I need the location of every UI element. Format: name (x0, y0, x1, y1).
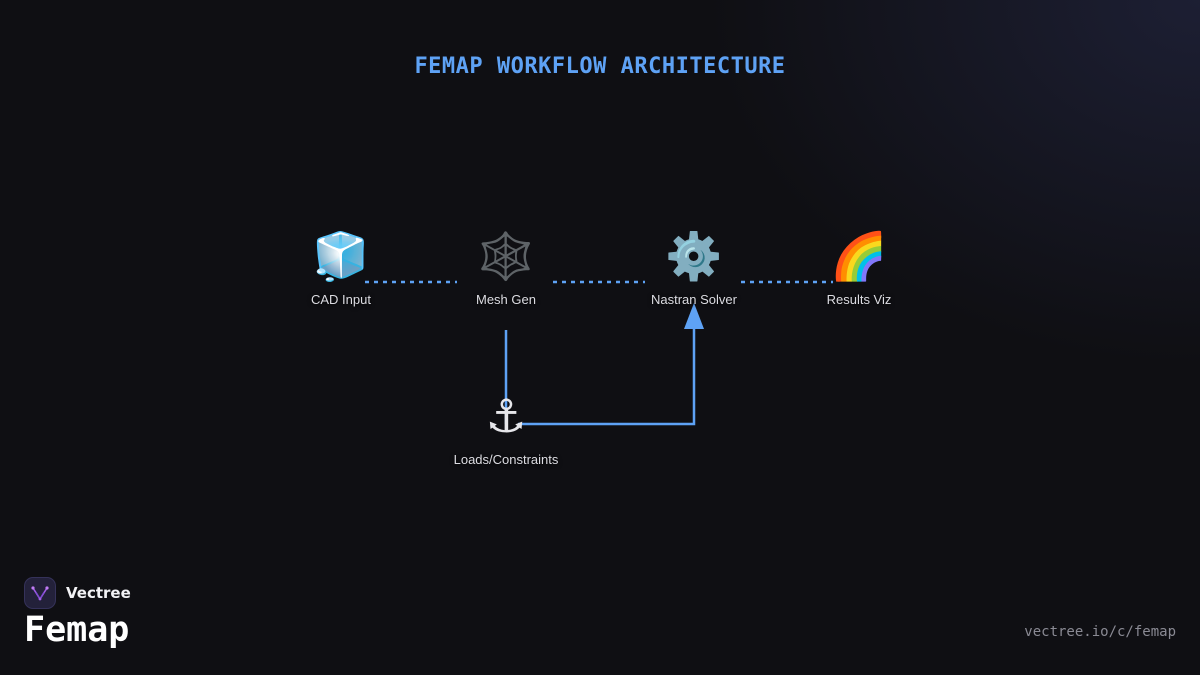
spider-web-icon: 🕸️ (477, 229, 535, 283)
node-results-viz: 🌈 Results Viz (784, 228, 934, 307)
node-label: Mesh Gen (476, 292, 536, 307)
node-label: CAD Input (311, 292, 371, 307)
diagram-title: FEMAP WORKFLOW ARCHITECTURE (414, 54, 786, 79)
node-nastran-solver: ⚙️ Nastran Solver (619, 228, 769, 307)
product-name: Femap (24, 610, 130, 650)
ice-cube-icon: 🧊 (312, 229, 370, 283)
vectree-logo-icon (24, 577, 56, 609)
gear-icon: ⚙️ (665, 229, 723, 283)
node-label: Results Viz (826, 292, 892, 307)
node-loads-constraints: ⚓ Loads/Constraints (431, 388, 581, 467)
node-label: Nastran Solver (651, 292, 737, 307)
node-mesh-gen: 🕸️ Mesh Gen (431, 228, 581, 307)
brand-name: Vectree (66, 584, 131, 602)
edge-loads-solver (518, 328, 696, 426)
brand: Vectree (24, 577, 131, 609)
rainbow-icon: 🌈 (830, 229, 888, 283)
node-label: Loads/Constraints (453, 452, 559, 467)
page-url: vectree.io/c/femap (1024, 624, 1176, 640)
anchor-icon: ⚓ (485, 389, 527, 443)
arrowhead-solver (684, 303, 704, 329)
node-cad-input: 🧊 CAD Input (266, 228, 416, 307)
